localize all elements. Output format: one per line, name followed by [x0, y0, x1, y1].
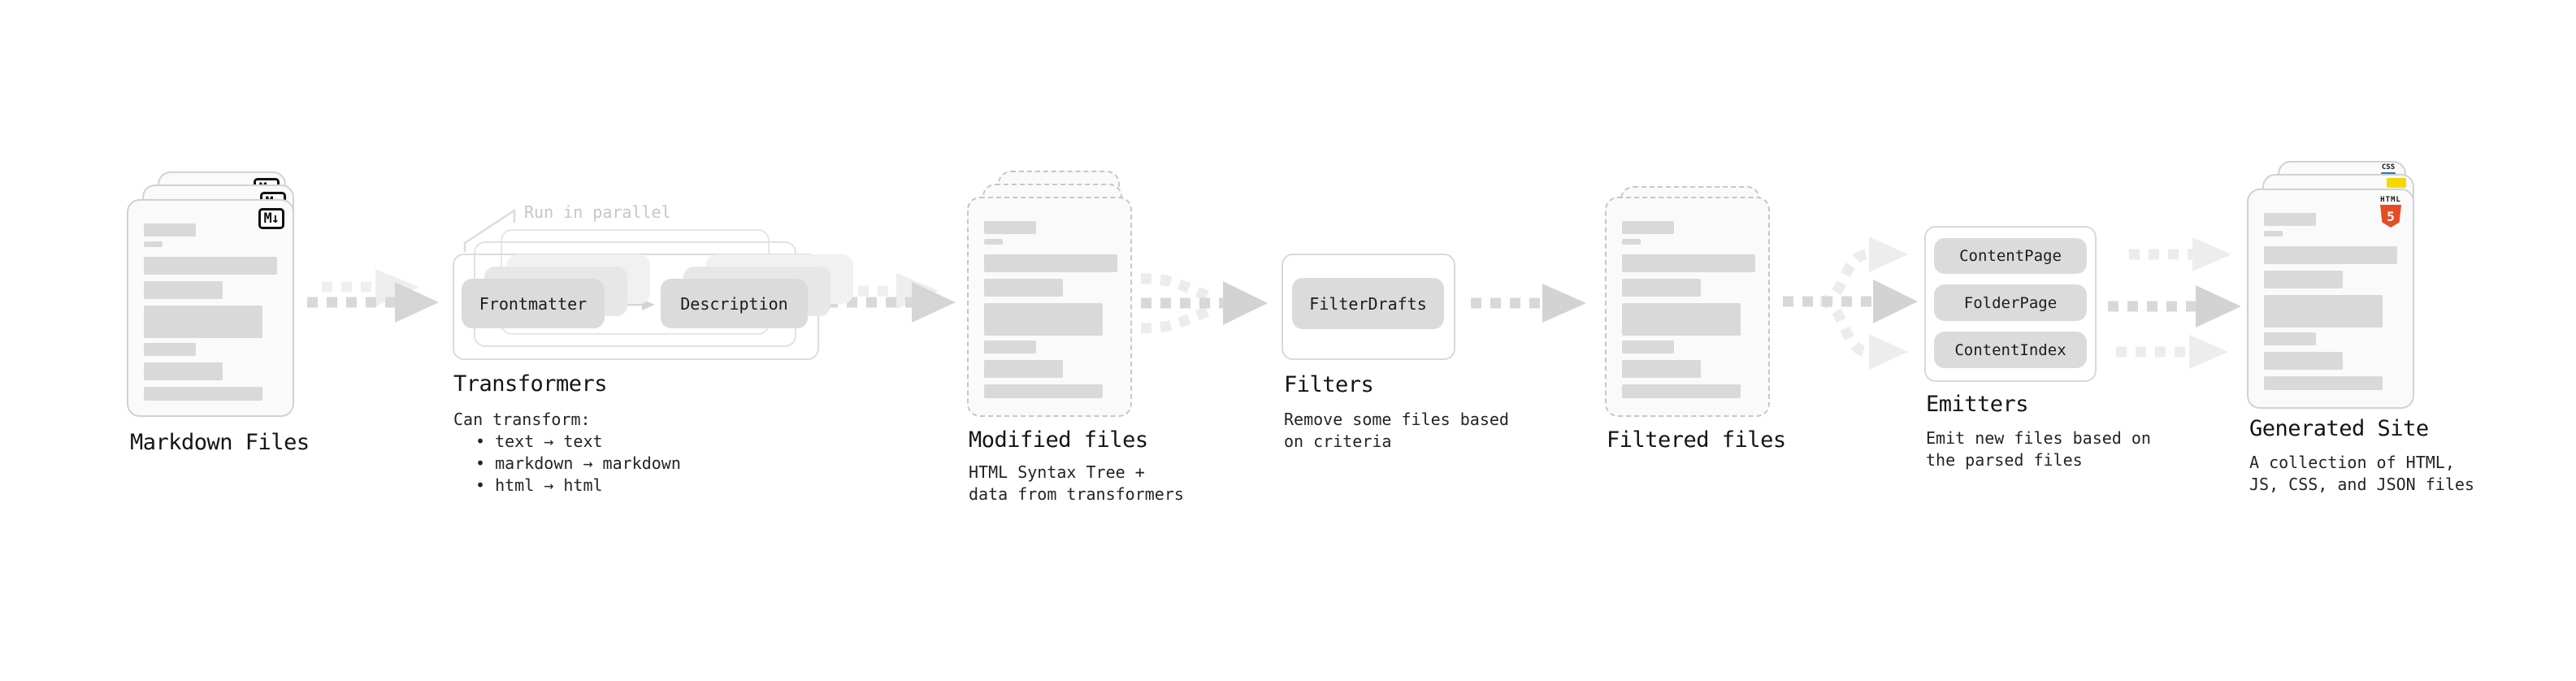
markdown-file-card-front: M↓ [127, 199, 294, 417]
transform-bullet: • markdown → markdown [475, 453, 681, 473]
text-line-bar [144, 306, 262, 338]
site-file-card-front: HTML 5 [2247, 189, 2414, 409]
text-line-bar [2264, 271, 2343, 288]
filtered-file-card-front [1605, 197, 1770, 417]
generated-site-description: A collection of HTML, JS, CSS, and JSON … [2249, 453, 2474, 494]
text-line-bar [1622, 279, 1701, 297]
filters-description: Remove some files based on criteria [1284, 410, 1509, 451]
modified-files-description: HTML Syntax Tree + data from transformer… [969, 462, 1184, 504]
js-icon [2387, 178, 2406, 188]
text-line-bar [144, 257, 277, 275]
filtered-files-label: Filtered files [1607, 427, 1786, 453]
text-line-bar [1622, 360, 1701, 378]
filterdrafts-pill: FilterDrafts [1292, 278, 1444, 329]
text-line-bar [2264, 231, 2283, 236]
run-in-parallel-annotation: Run in parallel [524, 202, 671, 222]
text-line-bar [2264, 295, 2383, 327]
text-line-bar [984, 360, 1063, 378]
text-line-bar [984, 221, 1036, 234]
arrow-transformers-to-modified [827, 273, 956, 323]
arrow-modified-to-filters [1140, 273, 1268, 334]
frontmatter-pill: Frontmatter [462, 279, 605, 328]
annotation-leader-line [463, 208, 516, 252]
text-line-bar [144, 241, 163, 247]
document-text-lines [2264, 213, 2397, 390]
document-text-lines [1622, 221, 1755, 398]
text-line-bar [1622, 239, 1641, 245]
document-text-lines [144, 223, 277, 401]
text-line-bar [984, 254, 1117, 272]
text-line-bar [1622, 384, 1741, 398]
text-line-bar [984, 279, 1063, 297]
text-line-bar [144, 387, 262, 401]
contentindex-pill: ContentIndex [1934, 332, 2087, 368]
generated-site-label: Generated Site [2249, 416, 2429, 441]
document-text-lines [984, 221, 1117, 398]
text-line-bar [2264, 246, 2397, 264]
folderpage-pill: FolderPage [1934, 284, 2087, 321]
arrow-filtered-to-emitters [1783, 236, 1918, 370]
arrow-emitters-to-site [2108, 237, 2241, 369]
markdown-icon: M↓ [258, 208, 284, 229]
transformers-description-title: Can transform: [453, 410, 591, 429]
text-line-bar [144, 343, 196, 356]
text-line-bar [984, 303, 1103, 336]
emitters-label: Emitters [1926, 392, 2029, 417]
contentpage-pill: ContentPage [1934, 238, 2087, 274]
text-line-bar [1622, 303, 1741, 336]
filters-label: Filters [1284, 372, 1374, 397]
text-line-bar [2264, 376, 2383, 390]
arrow-markdown-to-transformers [307, 269, 439, 323]
modified-files-label: Modified files [969, 427, 1148, 453]
text-line-bar [1622, 221, 1674, 234]
text-line-bar [2264, 213, 2316, 226]
text-line-bar [2264, 332, 2316, 345]
transformers-description: Can transform: • text → text • markdown … [453, 409, 681, 497]
text-line-bar [984, 384, 1103, 398]
transform-bullet: • html → html [475, 475, 603, 495]
description-pill: Description [661, 279, 808, 328]
text-line-bar [984, 340, 1036, 354]
text-line-bar [1622, 254, 1755, 272]
modified-file-card-front [967, 197, 1132, 417]
text-line-bar [1622, 340, 1674, 354]
transform-bullet: • text → text [475, 432, 603, 451]
text-line-bar [984, 239, 1003, 245]
text-line-bar [2264, 352, 2343, 370]
html5-icon: HTML 5 [2379, 196, 2403, 228]
emitters-description: Emit new files based on the parsed files [1926, 428, 2151, 470]
transformers-label: Transformers [453, 371, 608, 397]
text-line-bar [144, 281, 223, 299]
text-line-bar [144, 223, 196, 236]
text-line-bar [144, 362, 223, 380]
arrow-filters-to-filtered [1471, 284, 1586, 323]
markdown-files-label: Markdown Files [130, 430, 310, 455]
